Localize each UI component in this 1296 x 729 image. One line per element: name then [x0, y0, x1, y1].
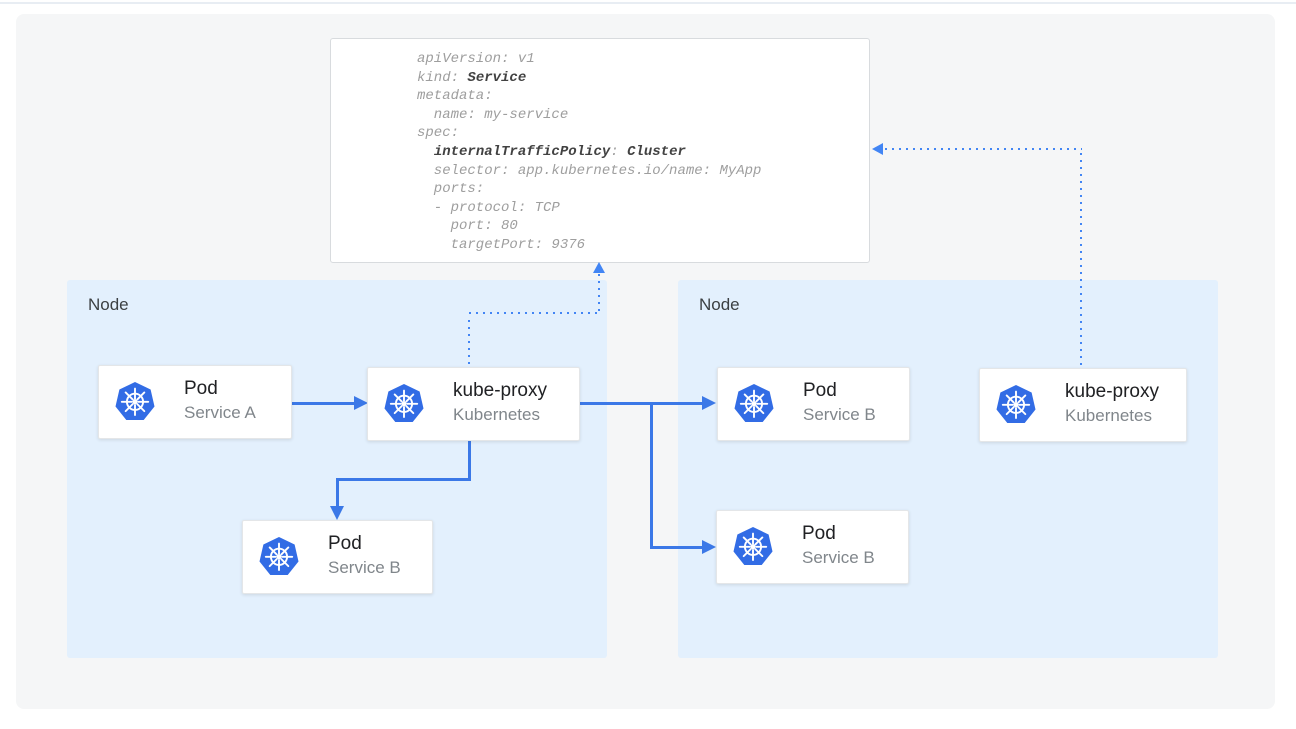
- card-kube-proxy-left: kube-proxy Kubernetes: [367, 367, 580, 441]
- card-kube-proxy-right: kube-proxy Kubernetes: [979, 368, 1187, 442]
- code-line: kind: Service: [417, 69, 527, 86]
- card-title: Pod: [328, 533, 362, 554]
- code-line: internalTrafficPolicy: Cluster: [433, 143, 686, 160]
- service-yaml-box: apiVersion: v1 kind: Service metadata: n…: [330, 38, 870, 263]
- kubernetes-icon: [114, 381, 156, 423]
- card-pod-service-b-right-bottom: Pod Service B: [716, 510, 909, 584]
- code-line: spec:: [417, 125, 460, 142]
- code-line: ports:: [417, 181, 485, 198]
- code-line: apiVersion: v1: [417, 51, 535, 67]
- card-title: kube-proxy: [453, 380, 547, 401]
- card-pod-service-b-left: Pod Service B: [242, 520, 433, 594]
- code-line: selector: app.kubernetes.io/name: MyApp: [417, 162, 762, 179]
- card-subtitle: Service B: [802, 548, 875, 567]
- card-title: Pod: [802, 523, 836, 544]
- card-subtitle: Kubernetes: [1065, 406, 1152, 425]
- card-subtitle: Service B: [328, 558, 401, 577]
- code-line: targetPort: 9376: [417, 236, 586, 253]
- card-title: kube-proxy: [1065, 381, 1159, 402]
- card-subtitle: Service A: [184, 403, 256, 422]
- card-pod-service-b-right-top: Pod Service B: [717, 367, 910, 441]
- card-title: Pod: [184, 378, 218, 399]
- code-line: - protocol: TCP: [417, 199, 560, 216]
- node-box-left: Node: [67, 280, 607, 658]
- card-subtitle: Kubernetes: [453, 405, 540, 424]
- kubernetes-icon: [995, 384, 1037, 426]
- code-line: port: 80: [417, 218, 518, 235]
- top-divider-line: [0, 2, 1296, 4]
- node-label: Node: [88, 295, 129, 314]
- code-line: metadata:: [417, 88, 493, 105]
- kubernetes-icon: [383, 383, 425, 425]
- node-label: Node: [699, 295, 740, 314]
- card-subtitle: Service B: [803, 405, 876, 424]
- kubernetes-icon: [258, 536, 300, 578]
- node-box-right: Node: [678, 280, 1218, 658]
- card-title: Pod: [803, 380, 837, 401]
- kubernetes-icon: [732, 526, 774, 568]
- kubernetes-icon: [733, 383, 775, 425]
- card-pod-service-a: Pod Service A: [98, 365, 292, 439]
- code-line: name: my-service: [417, 106, 569, 123]
